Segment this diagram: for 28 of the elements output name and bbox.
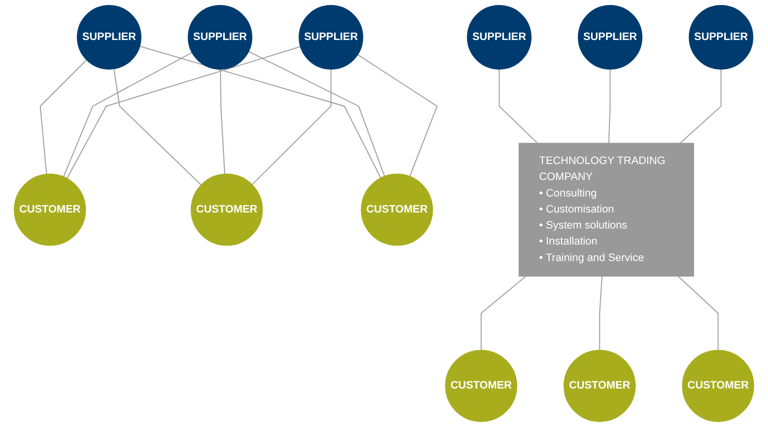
node-circle: SUPPLIER	[76, 5, 142, 70]
node-circle: SUPPLIER	[188, 5, 252, 70]
connector	[608, 69, 611, 144]
connector	[220, 69, 226, 174]
connector	[357, 54, 438, 177]
connector	[66, 46, 301, 179]
connector	[480, 276, 526, 350]
connector	[498, 69, 538, 144]
connector	[678, 276, 719, 350]
node-circle: CUSTOMER	[682, 350, 754, 422]
connector	[140, 46, 382, 178]
node-circle: SUPPLIER	[578, 5, 642, 70]
connector	[113, 68, 202, 186]
node-circle: SUPPLIER	[688, 5, 754, 70]
node-circle: CUSTOMER	[564, 350, 636, 422]
connector	[248, 51, 386, 176]
connector	[599, 276, 603, 350]
node-circle: CUSTOMER	[14, 174, 86, 246]
node-circle: CUSTOMER	[360, 174, 433, 246]
node-box: TECHNOLOGY TRADING COMPANY • Consulting • Customisation • System solutions • Installation • Training and Service	[518, 142, 694, 277]
node-circle: CUSTOMER	[190, 174, 263, 246]
node-circle: CUSTOMER	[445, 350, 518, 422]
connector	[252, 69, 332, 185]
connector	[680, 69, 722, 144]
connector	[40, 60, 87, 174]
connector	[63, 52, 192, 177]
node-circle: SUPPLIER	[298, 5, 364, 70]
node-circle: SUPPLIER	[466, 5, 532, 70]
